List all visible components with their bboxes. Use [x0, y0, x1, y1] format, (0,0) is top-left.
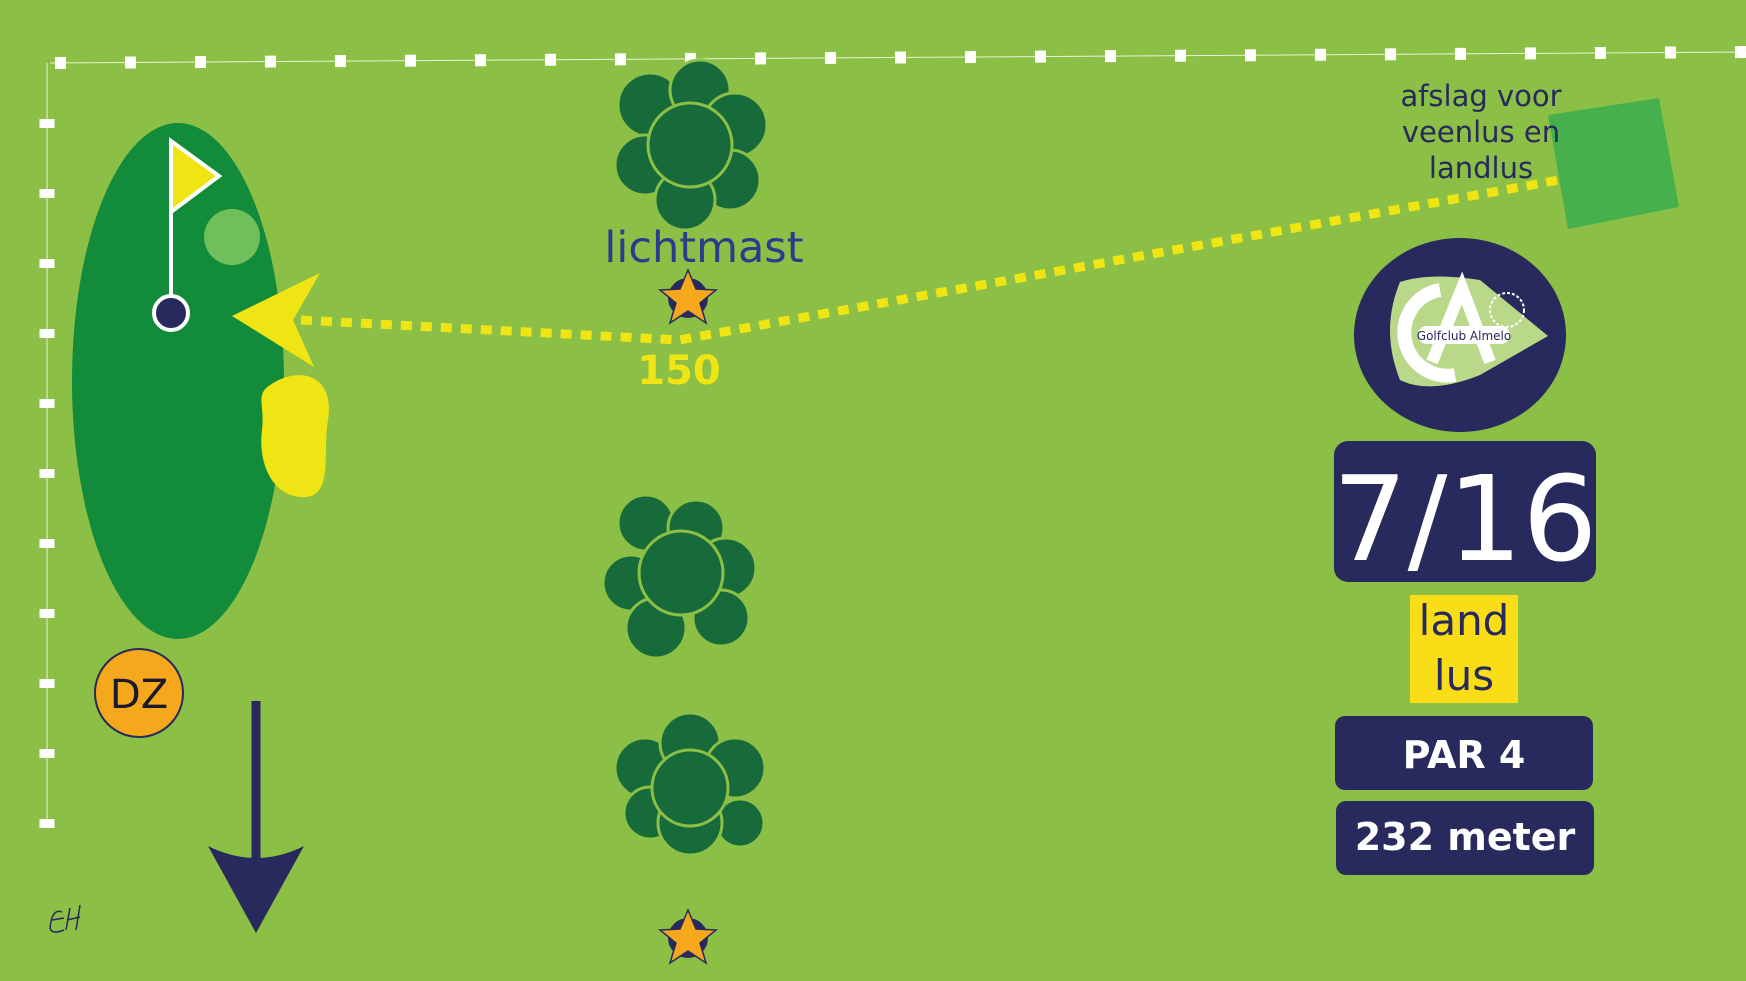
lichtmast-label: lichtmast — [604, 223, 803, 273]
golfclub-logo: Golfclub Almelo — [1354, 238, 1566, 432]
distance-label: 232 meter — [1355, 815, 1576, 859]
par-box — [1335, 716, 1593, 790]
star-marker-icon — [658, 908, 718, 965]
signature — [49, 904, 81, 933]
lichtmast-star-icon — [658, 268, 718, 325]
out-of-bounds-top — [49, 46, 1746, 69]
play-line — [300, 175, 1560, 345]
loop-label: land — [1419, 596, 1510, 645]
logo-text: Golfclub Almelo — [1417, 329, 1511, 343]
hole-cup-icon — [152, 294, 190, 332]
loop-label: lus — [1434, 651, 1494, 700]
direction-arrow-icon — [208, 701, 304, 933]
tree-icon — [601, 493, 758, 660]
tree-icon — [613, 58, 769, 232]
loop-badge — [1410, 595, 1518, 703]
drop-zone-badge: DZ — [94, 648, 184, 738]
tee-note-line: afslag voor — [1400, 79, 1561, 113]
tee-note-line: landlus — [1429, 151, 1533, 185]
tee-box — [1548, 98, 1679, 229]
distance-box — [1336, 801, 1594, 875]
tree-icon — [613, 711, 767, 857]
tee-note-line: veenlus en — [1402, 115, 1560, 149]
approach-arrow-icon — [232, 273, 320, 367]
par-label: PAR 4 — [1403, 733, 1526, 777]
flag-icon — [152, 137, 223, 332]
bunker — [261, 375, 329, 498]
green-slope-spot — [204, 209, 260, 265]
distance-150-label: 150 — [637, 348, 721, 394]
hole-number: 7/16 — [1333, 450, 1598, 588]
hole-number-box — [1334, 441, 1596, 582]
drop-zone-label: DZ — [110, 672, 168, 718]
